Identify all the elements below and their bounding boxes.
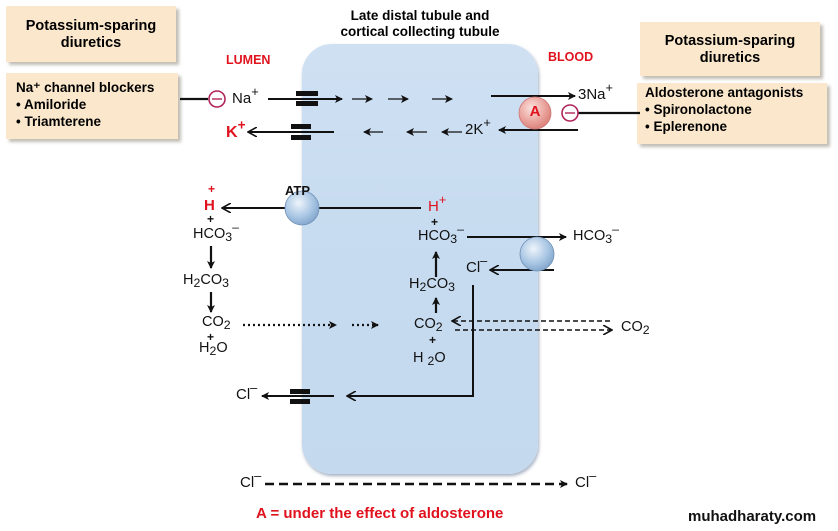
anion-exchanger-icon (519, 236, 555, 272)
left-panel-title-2: diuretics (60, 35, 122, 51)
right-drug-class: Aldosterone antagonists (645, 85, 804, 100)
right-drug-2: • Eplerenone (645, 119, 727, 134)
hco3-lumen-label: HCO3– (193, 220, 239, 245)
h-cell-label: H+ (428, 192, 447, 215)
plus-cell-1: + (431, 215, 439, 229)
heading-line-2: cortical collecting tubule (340, 24, 500, 39)
h2co3-cell-label: H2CO3 (409, 276, 455, 295)
h-lumen-plus: + (208, 182, 216, 196)
atp-label: ATP (285, 183, 311, 198)
heading-line-1: Late distal tubule and (350, 8, 490, 23)
cl-paracellular-right-label: Cl– (575, 468, 597, 491)
h-lumen-label: H (204, 197, 215, 214)
k-cell-label: 2K+ (465, 115, 491, 138)
right-panel-title-2: diuretics (699, 50, 761, 66)
tubule-cell (302, 44, 538, 474)
blood-label: BLOOD (548, 50, 594, 64)
cl-cell-label: Cl– (466, 253, 488, 276)
right-drug-1: • Spironolactone (645, 102, 752, 117)
h-atpase-pump-icon (284, 190, 320, 226)
right-panel-title-box: Potassium-sparing diuretics (640, 22, 820, 76)
legend-caption: A = under the effect of aldosterone (256, 505, 504, 522)
hco3-blood-label: HCO3– (573, 222, 619, 247)
co2-lumen-label: CO2 (202, 314, 231, 333)
plus-cell-2: + (429, 333, 437, 347)
plus-lumen-1: + (207, 212, 215, 226)
left-panel-title-1: Potassium-sparing (25, 18, 157, 34)
co2-blood-label: CO2 (621, 319, 650, 338)
watermark: muhadharaty.com (688, 508, 817, 525)
h2o-lumen-label: H2O (199, 340, 228, 359)
na-lumen-label: Na+ (232, 84, 259, 107)
cl-lumen-label: Cl– (236, 380, 258, 403)
k-lumen-label: K+ (226, 117, 246, 141)
hco3-cell-label: HCO3– (418, 222, 464, 247)
co2-cell-label: CO2 (414, 316, 443, 335)
right-panel-drugs-box: Aldosterone antagonists • Spironolactone… (637, 83, 827, 144)
na-channel-icon (296, 91, 318, 96)
lumen-label: LUMEN (226, 53, 271, 67)
diagram-heading: Late distal tubule and cortical collecti… (290, 8, 550, 40)
left-panel-drugs-box: Na⁺ channel blockers • Amiloride • Triam… (6, 73, 178, 139)
cl-paracellular-left-label: Cl– (240, 468, 262, 491)
plus-lumen-2: + (207, 330, 215, 344)
cl-cell-path (347, 285, 474, 396)
left-drug-class: Na⁺ channel blockers (16, 80, 155, 95)
left-drug-1: • Amiloride (16, 97, 87, 112)
k-channel-icon (291, 124, 311, 129)
left-panel-title-box: Potassium-sparing diuretics (6, 6, 176, 62)
na-blood-label: 3Na+ (578, 80, 613, 103)
cl-channel-icon (290, 389, 310, 394)
h2o-cell-label: H 2O (413, 350, 446, 369)
aldosterone-pump-label: A (529, 103, 541, 120)
right-panel-title-1: Potassium-sparing (664, 33, 796, 49)
left-drug-2: • Triamterene (16, 114, 102, 129)
h2co3-lumen-label: H2CO3 (183, 272, 229, 291)
aldosterone-pump-icon (518, 96, 552, 130)
